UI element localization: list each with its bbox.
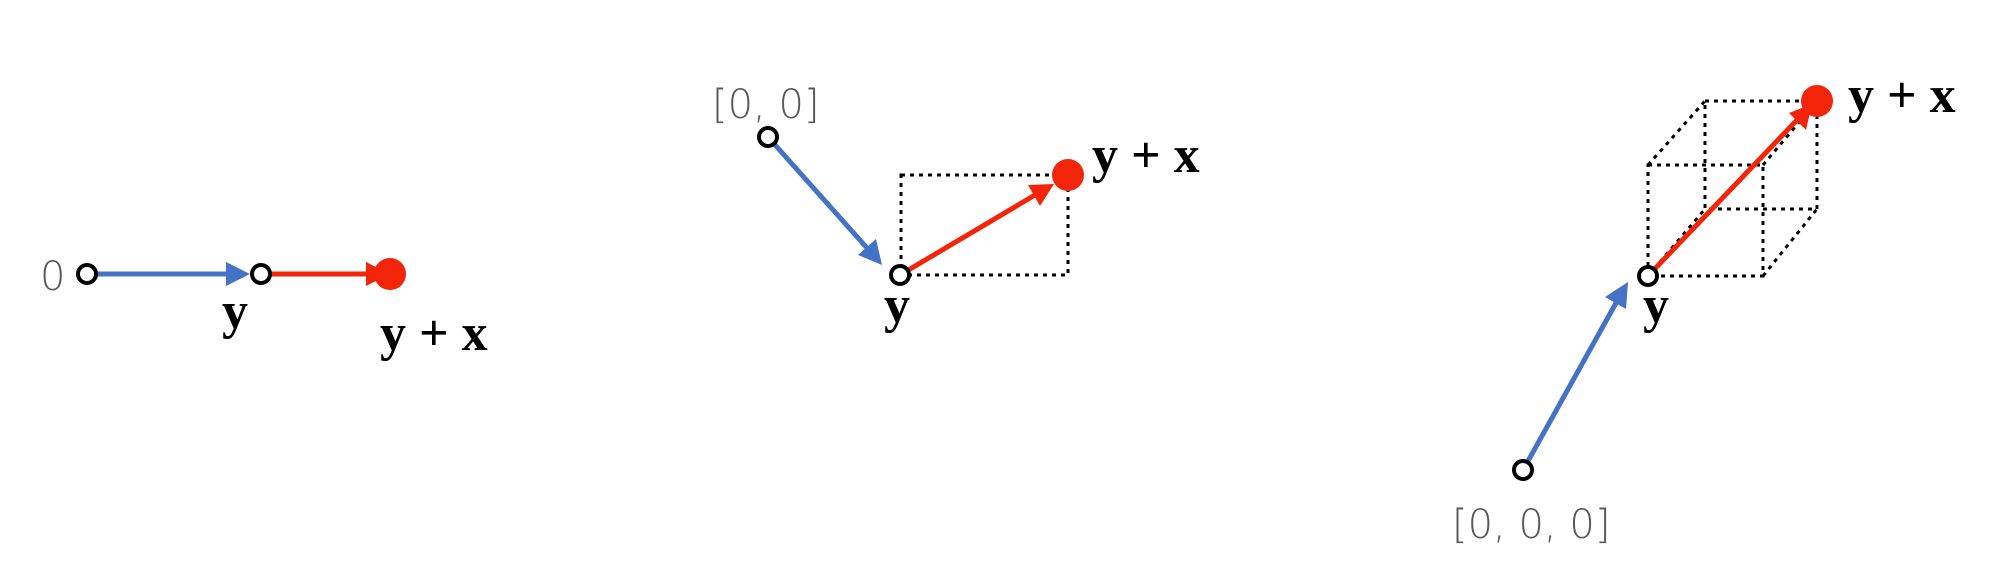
point-y-2d bbox=[889, 264, 911, 286]
panel-3d: [0, 0, 0] y y + x bbox=[1452, 67, 1956, 548]
vector-y-arrowhead-2d bbox=[858, 239, 882, 265]
panel-2d: [0, 0] y y + x bbox=[712, 82, 1200, 334]
origin-label-1d: 0 bbox=[40, 254, 65, 300]
origin-label-3d: [0, 0, 0] bbox=[1452, 502, 1610, 548]
y-label-2d: y bbox=[884, 277, 910, 334]
origin-point-2d bbox=[757, 126, 779, 148]
sum-label-2d: y + x bbox=[1092, 127, 1200, 184]
point-y-plus-x-3d bbox=[1801, 85, 1833, 117]
y-label-1d: y bbox=[222, 283, 248, 340]
origin-point-1d bbox=[76, 263, 98, 285]
point-y-plus-x-2d bbox=[1052, 159, 1084, 191]
sum-label-3d: y + x bbox=[1848, 67, 1956, 124]
point-y-plus-x-1d bbox=[374, 258, 406, 290]
panel-1d: 0 y y + x bbox=[40, 254, 488, 362]
vector-x-arrow-3d bbox=[1646, 118, 1799, 278]
vector-y-arrowhead-3d bbox=[1605, 282, 1628, 309]
dotted-cube-3d bbox=[1646, 99, 1819, 278]
point-y-1d bbox=[250, 263, 272, 285]
origin-point-3d bbox=[1512, 459, 1534, 481]
vector-y-arrow-3d bbox=[1520, 301, 1619, 472]
vector-y-arrowhead-1d bbox=[226, 262, 250, 286]
dotted-rectangle-2d bbox=[899, 173, 1070, 277]
sum-label-1d: y + x bbox=[380, 305, 488, 362]
y-label-3d: y bbox=[1643, 277, 1669, 334]
origin-label-2d: [0, 0] bbox=[712, 82, 820, 128]
vector-x-arrow-2d bbox=[898, 192, 1037, 278]
point-y-3d bbox=[1637, 265, 1659, 287]
vector-y-arrow-2d bbox=[766, 135, 869, 250]
vector-x-arrowhead-2d bbox=[1028, 184, 1054, 206]
